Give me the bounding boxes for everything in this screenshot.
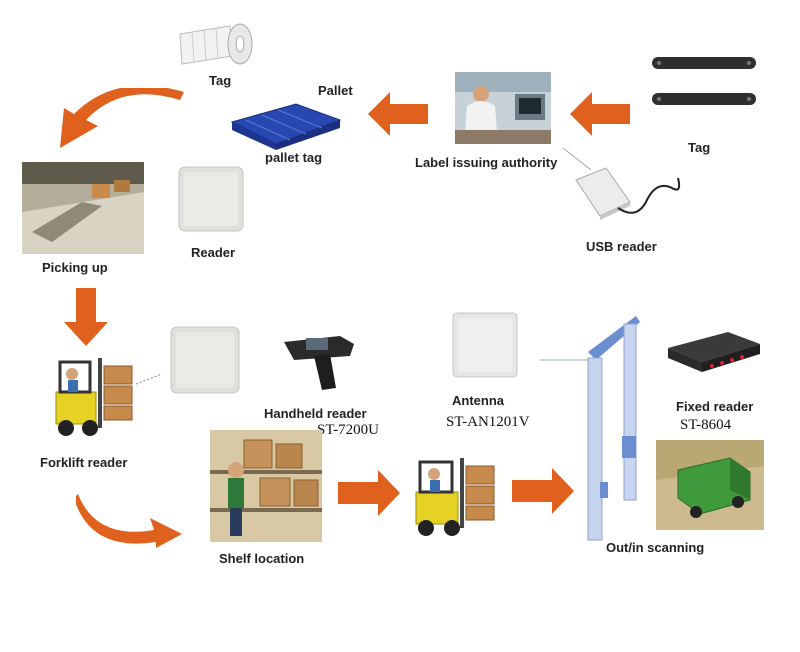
tag-strip-2	[652, 92, 756, 106]
reader-label: Reader	[191, 245, 236, 260]
antenna-label: Antenna	[452, 393, 504, 408]
tag-strip-1	[652, 56, 756, 70]
fixed-reader-label: Fixed reader	[676, 399, 754, 414]
arrow-down-left	[64, 288, 108, 346]
tag-label-roll-image	[176, 22, 254, 68]
reader-panel-2	[170, 326, 240, 394]
picking-up-photo	[22, 162, 144, 254]
fixed-reader-image	[664, 326, 764, 376]
reader-panel-1	[178, 166, 244, 232]
fixed-model-label: ST-8604	[680, 417, 732, 433]
label-authority-label: Label issuing authority	[415, 155, 558, 170]
tag-top-label: Tag	[209, 73, 232, 88]
forklift-reader-label: Forklift reader	[40, 455, 128, 470]
handheld-reader-image	[280, 330, 360, 392]
scanning-gate-image	[540, 312, 650, 544]
label-authority-photo	[455, 72, 551, 144]
arrow-right-bottom-1	[338, 470, 400, 516]
connector-dotted-forklift	[136, 372, 164, 386]
pallet-label: Pallet	[318, 83, 353, 98]
connector-line-authority-usb	[563, 148, 593, 172]
usb-reader-label: USB reader	[586, 239, 657, 254]
out-in-scanning-label: Out/in scanning	[606, 540, 705, 555]
shelf-location-label: Shelf location	[219, 551, 305, 566]
curved-arrow-top-left	[52, 88, 184, 152]
handheld-model-label: ST-7200U	[317, 422, 379, 438]
antenna-model-label: ST-AN1201V	[446, 414, 530, 430]
antenna-panel	[452, 312, 518, 378]
shelf-location-photo	[210, 430, 322, 542]
pallet-tag-label: pallet tag	[265, 150, 323, 165]
forklift-left-image	[50, 352, 136, 438]
truck-photo	[656, 440, 764, 530]
arrow-left-top-1	[368, 92, 428, 136]
tag-right-label: Tag	[688, 140, 711, 155]
handheld-reader-label: Handheld reader	[264, 406, 367, 421]
arrow-left-top-2	[570, 92, 630, 136]
curved-arrow-bottom-left	[76, 490, 184, 548]
forklift-bottom-image	[410, 452, 498, 538]
usb-reader-image	[572, 162, 686, 224]
picking-up-label: Picking up	[42, 260, 108, 275]
pallet-image	[226, 100, 344, 150]
arrow-right-bottom-2	[512, 468, 574, 514]
